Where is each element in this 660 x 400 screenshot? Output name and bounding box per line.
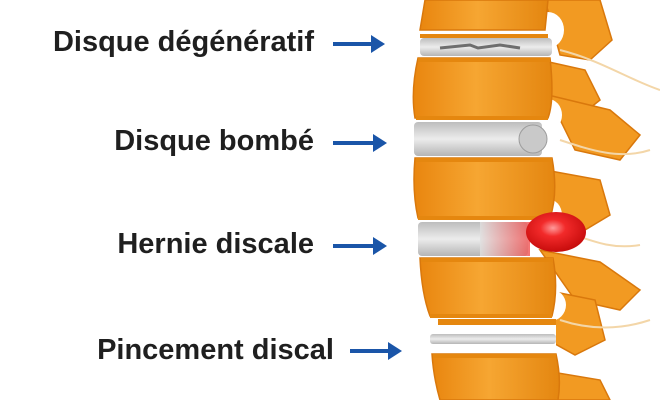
- vertebra-rims: [416, 34, 556, 358]
- herniated-disc: [418, 212, 586, 256]
- arrow-pinched-disc: [350, 342, 402, 360]
- vertebral-bodies: [412, 0, 561, 400]
- arrow-herniated-disc: [333, 237, 387, 255]
- bulging-disc: [414, 122, 548, 156]
- pinched-disc: [430, 319, 556, 350]
- label-bulging-disc: Disque bombé: [114, 125, 314, 157]
- arrow-bulging-disc: [333, 134, 387, 152]
- label-pinched-disc: Pincement discal: [97, 334, 334, 366]
- label-degenerative-disc: Disque dégénératif: [52, 26, 314, 58]
- arrow-degenerative-disc: [333, 35, 385, 53]
- label-herniated-disc: Hernie discale: [117, 228, 314, 260]
- degenerative-disc: [420, 38, 552, 56]
